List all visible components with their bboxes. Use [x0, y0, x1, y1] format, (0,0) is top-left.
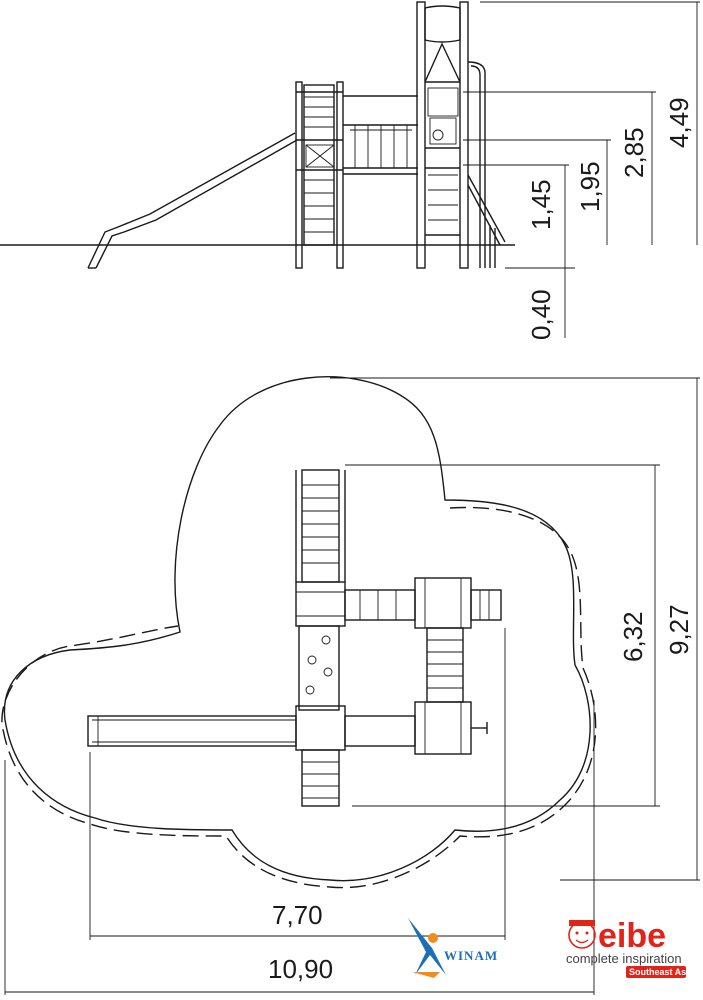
winam-head-icon [428, 933, 438, 943]
dim-foundation-depth: 0,40 [526, 289, 556, 340]
plan-climbing-panel [298, 625, 340, 711]
dim-platform-high: 2,85 [619, 127, 649, 178]
safety-area-outline [3, 376, 591, 882]
elevation-dimension-lines [463, 1, 700, 338]
eibe-logo: eibe complete inspiration Southeast Asia [566, 917, 695, 978]
eibe-region-label: Southeast Asia [629, 967, 695, 977]
eibe-tagline: complete inspiration [566, 951, 682, 966]
elevation-right-tower [416, 1, 506, 269]
eibe-wordmark: eibe [598, 917, 666, 955]
dim-platform-mid: 1,95 [575, 161, 605, 212]
plan-slide [87, 715, 297, 747]
dim-area-depth: 9,27 [664, 604, 694, 655]
plan-ladder-north [295, 469, 346, 583]
safety-area-dashed [1, 506, 597, 889]
winam-figure-icon [408, 918, 446, 975]
plan-view: 6,32 9,27 7,70 10,90 [1, 376, 700, 995]
elevation-view: 4,49 2,85 1,95 1,45 0,40 [0, 1, 700, 340]
dim-area-width: 10,90 [268, 954, 333, 984]
dim-equipment-width: 7,70 [272, 900, 323, 930]
winam-logo: WINAM [408, 918, 498, 978]
plan-dimension-lines [4, 377, 700, 995]
eibe-region-badge [626, 966, 686, 978]
eibe-face-icon [568, 920, 596, 949]
dim-platform-low: 1,45 [526, 179, 556, 230]
plan-upper-platform [295, 577, 502, 629]
plan-ladder-south [301, 749, 340, 807]
plan-ramp [426, 627, 464, 703]
dim-total-height: 4,49 [664, 97, 694, 148]
elevation-bridge [343, 95, 418, 175]
elevation-left-tower [295, 81, 344, 269]
dim-equipment-depth: 6,32 [618, 611, 648, 662]
elevation-slide [87, 132, 298, 269]
winam-wordmark: WINAM [444, 948, 498, 963]
